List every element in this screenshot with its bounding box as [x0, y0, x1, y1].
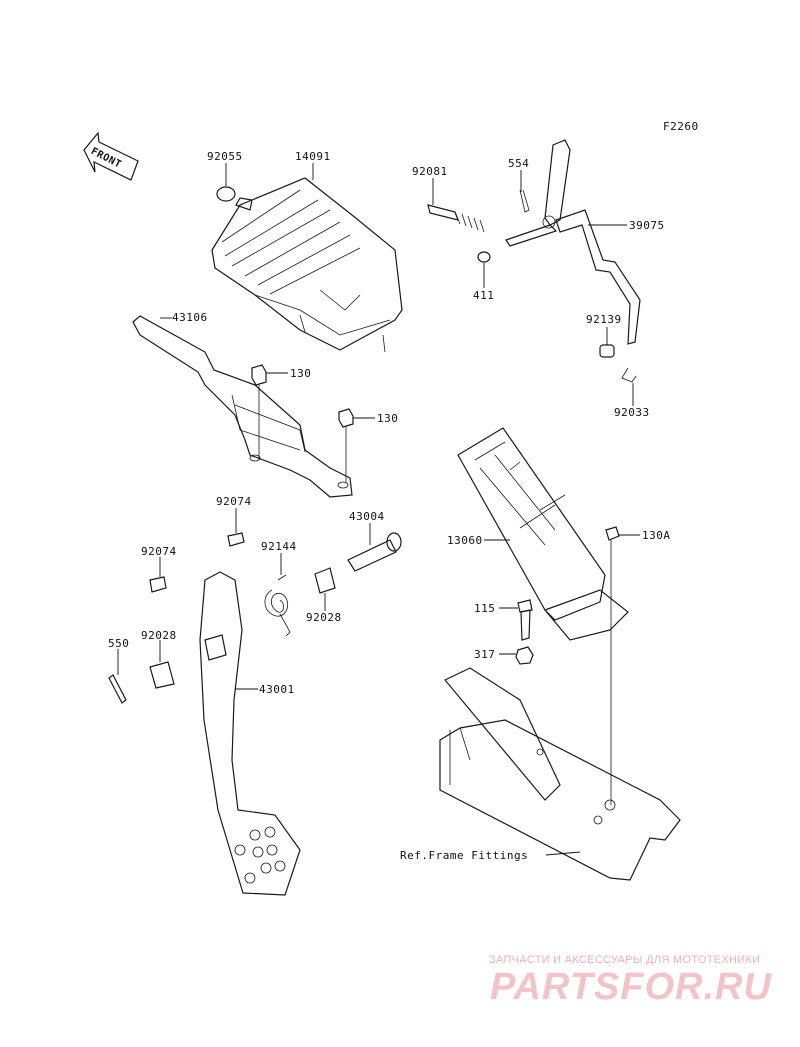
boot-14091: [211, 177, 403, 353]
lever-43106: [132, 315, 353, 498]
leader-lines: [117, 163, 640, 856]
part-label-92028-a: 92028: [306, 611, 342, 624]
part-label-130-lower: 130: [377, 412, 399, 425]
part-label-130A: 130A: [642, 529, 671, 542]
part-label-43106: 43106: [172, 311, 208, 324]
part-label-550: 550: [108, 637, 130, 650]
part-label-554: 554: [508, 157, 530, 170]
part-label-92055: 92055: [207, 150, 243, 163]
front-arrow-icon: [83, 131, 139, 181]
part-label-92074-a: 92074: [216, 495, 252, 508]
part-label-115: 115: [474, 602, 496, 615]
part-label-92033: 92033: [614, 406, 650, 419]
part-label-43004: 43004: [349, 510, 385, 523]
bolt-130-lower: [338, 408, 354, 482]
frame-bracket: [439, 667, 681, 881]
collar-92028-a: [314, 567, 336, 594]
cotter-pin-554: [519, 189, 530, 213]
reference-label: Ref.Frame Fittings: [400, 849, 529, 862]
pedal-43001: [199, 571, 301, 896]
o-ring-92055: [216, 186, 236, 202]
clip-92033: [621, 367, 637, 383]
figure-code: F2260: [663, 120, 699, 133]
nut-317: [515, 646, 534, 665]
part-label-39075: 39075: [629, 219, 665, 232]
accelerator-pedal-13060: [457, 427, 629, 805]
spring-92144: [264, 574, 291, 637]
part-label-92028-b: 92028: [141, 629, 177, 642]
bushing-92139: [599, 344, 615, 358]
bolt-115: [517, 599, 533, 641]
part-label-14091: 14091: [295, 150, 331, 163]
watermark-logo: PARTSFOR.RU: [490, 966, 772, 1008]
collar-92028-b: [149, 661, 175, 689]
part-label-92074-b: 92074: [141, 545, 177, 558]
pin-43004: [347, 532, 402, 572]
part-label-13060: 13060: [447, 534, 483, 547]
cotter-pin-550: [108, 674, 127, 704]
part-label-130-upper: 130: [290, 367, 312, 380]
spring-92081: [427, 204, 485, 233]
washer-411: [477, 251, 491, 263]
watermark-tagline: ЗАПЧАСТИ И АКСЕССУАРЫ ДЛЯ МОТОТЕХНИКИ: [489, 954, 761, 966]
bolt-130-upper: [251, 364, 267, 460]
part-label-411: 411: [473, 289, 495, 302]
part-label-92144: 92144: [261, 540, 297, 553]
bolt-130A: [605, 526, 620, 541]
part-label-317: 317: [474, 648, 496, 661]
cap-92074-a: [227, 532, 245, 547]
cap-92074-b: [149, 576, 167, 593]
part-label-92081: 92081: [412, 165, 448, 178]
part-label-43001: 43001: [259, 683, 295, 696]
part-label-92139: 92139: [586, 313, 622, 326]
rod-39075: [505, 139, 641, 345]
